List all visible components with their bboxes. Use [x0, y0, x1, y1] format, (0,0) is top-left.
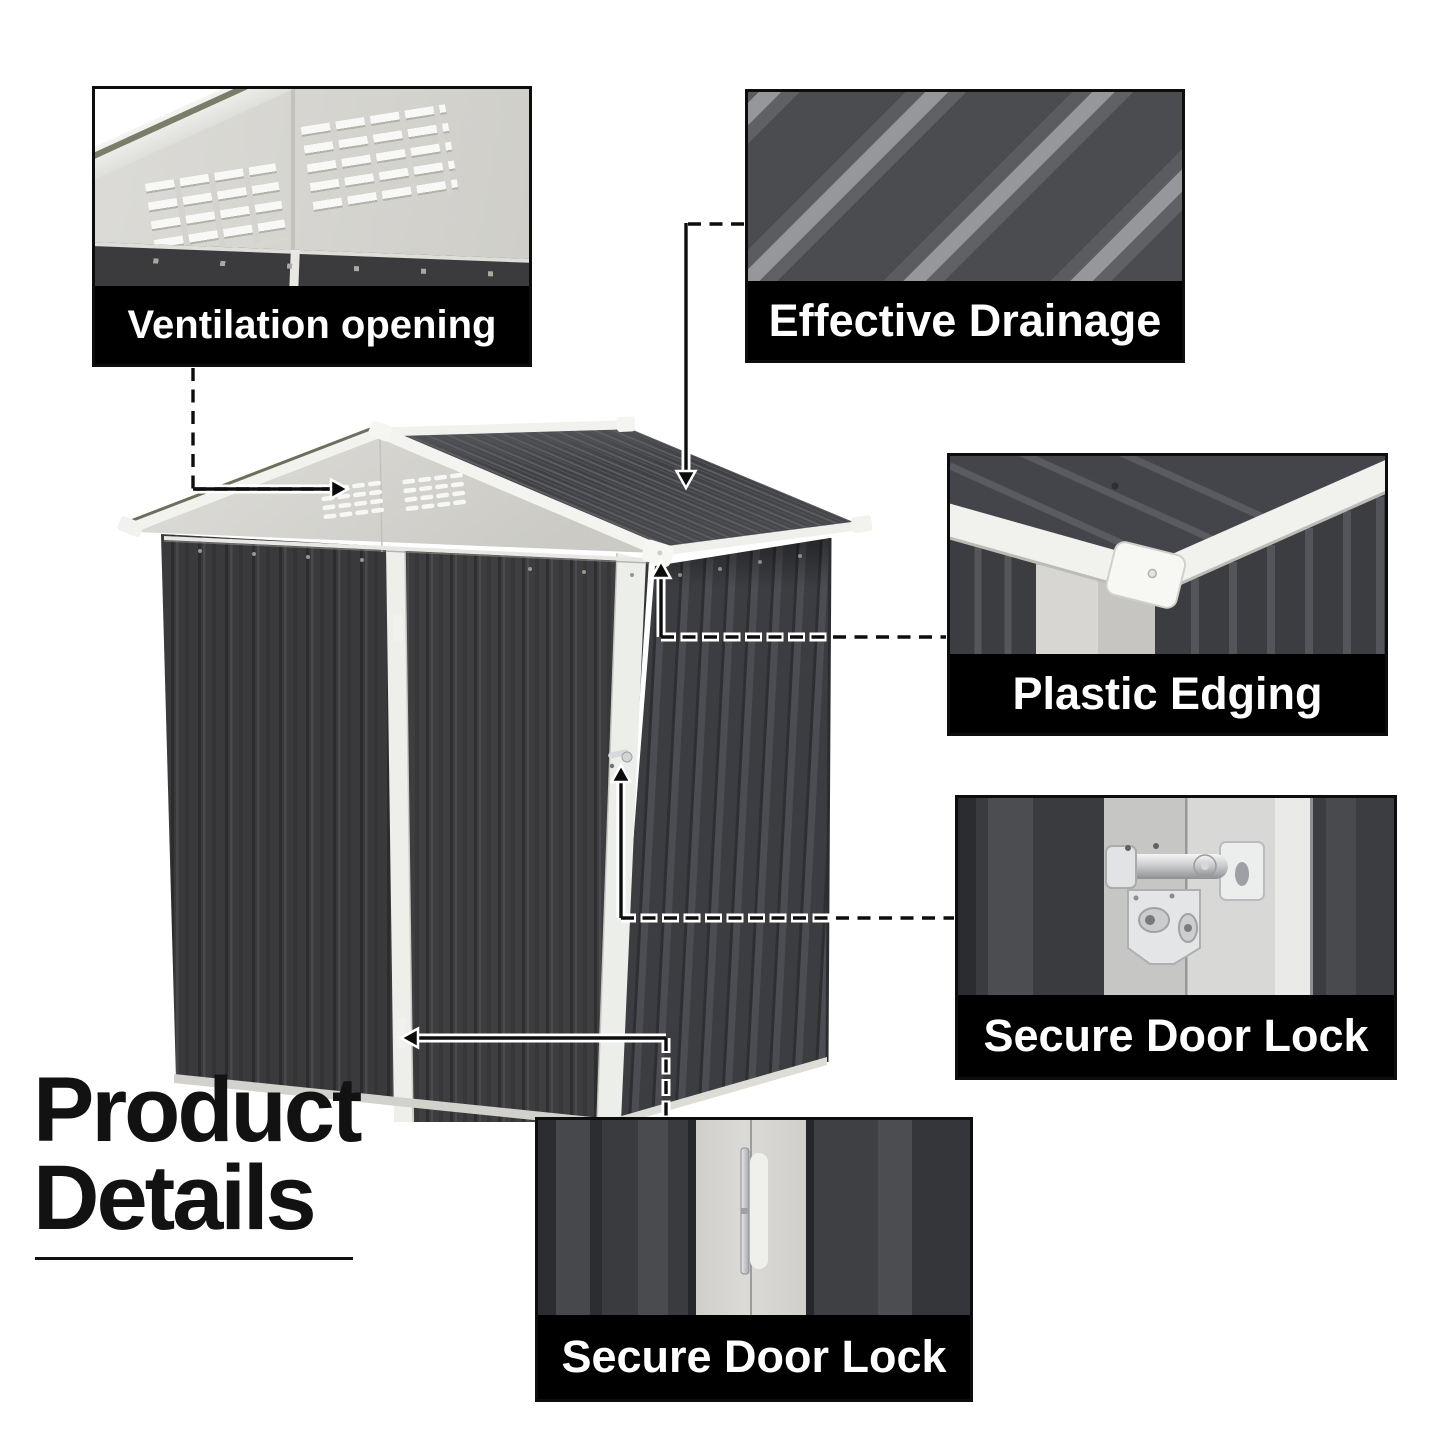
lock-bottom-label: Secure Door Lock: [538, 1315, 970, 1399]
corner-cap: [1105, 541, 1187, 609]
door-hinge-top: [393, 614, 403, 642]
shed-door-panel: [406, 552, 616, 1122]
shed-side-wall: [611, 538, 830, 1124]
barrel-bolt-latch: [1105, 841, 1265, 965]
roof-eave-trim-right: [655, 521, 857, 557]
shed-base-trim-front: [174, 1074, 611, 1128]
edging-label: Plastic Edging: [950, 654, 1385, 733]
shed-illustration: [117, 416, 873, 1128]
ventilation-label: Ventilation opening: [95, 286, 529, 364]
door-handle: [740, 1147, 768, 1275]
page-title-line1: Product: [33, 1059, 363, 1161]
callout-ventilation: Ventilation opening: [92, 86, 532, 367]
wall-screws: [198, 549, 802, 577]
ventilation-photo: [95, 89, 529, 286]
gable-fascia-right: [377, 426, 661, 556]
shed-gable: [136, 434, 656, 553]
callout-lock-bottom: Secure Door Lock: [535, 1117, 973, 1402]
roof-ridge-cap: [379, 420, 622, 437]
edging-photo: [950, 456, 1385, 654]
lock-right-label: Secure Door Lock: [958, 995, 1394, 1077]
door-handle-photo: [538, 1120, 970, 1315]
door-hinge-bottom: [396, 1018, 406, 1048]
title-underline: [35, 1257, 353, 1260]
drainage-label: Effective Drainage: [748, 281, 1182, 360]
lock-photo: [958, 798, 1394, 995]
drainage-photo: [748, 92, 1182, 281]
callout-drainage: Effective Drainage: [745, 89, 1185, 363]
callout-lock-right: Secure Door Lock: [955, 795, 1397, 1080]
callout-edging: Plastic Edging: [947, 453, 1388, 736]
page-title-line2: Details: [33, 1147, 317, 1249]
